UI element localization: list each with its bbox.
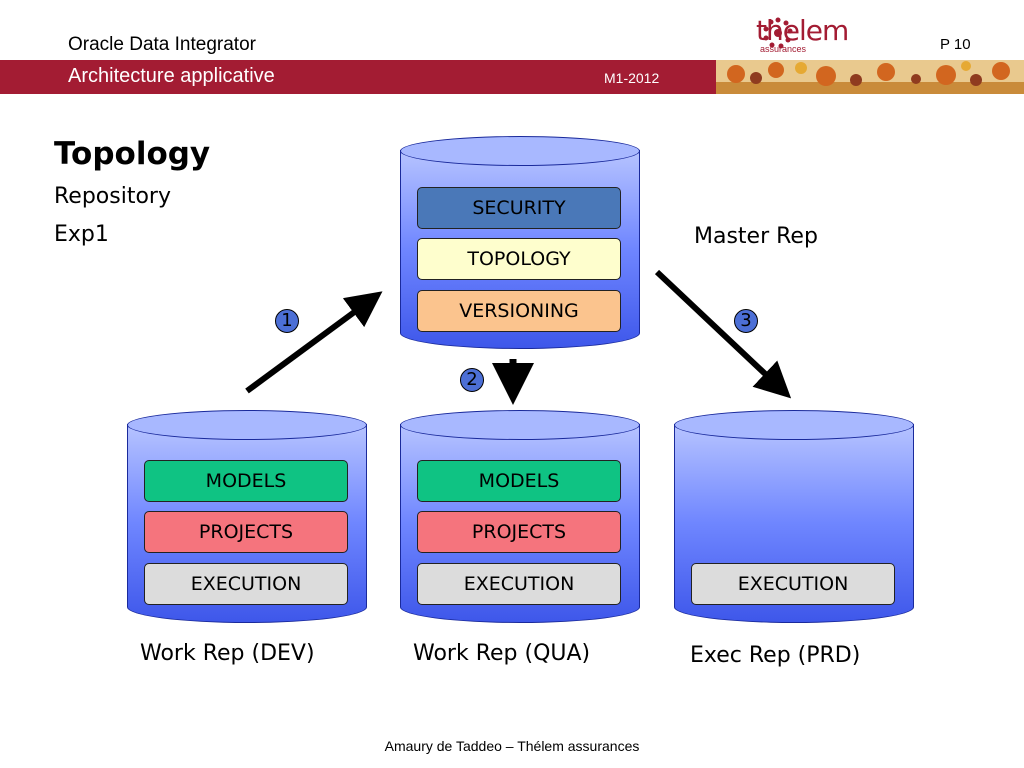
projects-box: PROJECTS (144, 511, 348, 553)
cylinder-top (674, 410, 914, 440)
page-number: P 10 (940, 36, 971, 53)
work-rep-dev-cylinder: MODELS PROJECTS EXECUTION (127, 410, 367, 626)
cylinder-top (400, 410, 640, 440)
master-rep-caption: Master Rep (694, 224, 818, 249)
master-repository-cylinder: SECURITY TOPOLOGY VERSIONING (400, 136, 640, 352)
models-box: MODELS (417, 460, 621, 502)
footer-credit: Amaury de Taddeo – Thélem assurances (384, 738, 640, 754)
slide-subtitle: Architecture applicative (68, 65, 275, 87)
logo-text: thelem (756, 14, 849, 47)
versioning-box: VERSIONING (417, 290, 621, 332)
security-box: SECURITY (417, 187, 621, 229)
step-1-badge: 1 (275, 309, 299, 333)
step-2-badge: 2 (460, 368, 484, 392)
execution-box: EXECUTION (417, 563, 621, 605)
cylinder-top (400, 136, 640, 166)
work-rep-qua-cylinder: MODELS PROJECTS EXECUTION (400, 410, 640, 626)
thelem-logo-icon (763, 17, 793, 49)
models-box: MODELS (144, 460, 348, 502)
exec-rep-prd-caption: Exec Rep (PRD) (690, 643, 861, 668)
execution-box: EXECUTION (144, 563, 348, 605)
topology-line-2: Exp1 (54, 222, 109, 247)
cylinder-top (127, 410, 367, 440)
work-rep-dev-caption: Work Rep (DEV) (140, 641, 315, 666)
step-3-badge: 3 (734, 309, 758, 333)
header-band (0, 60, 716, 94)
logo-subtext: assurances (760, 44, 807, 54)
illustration-banner (716, 60, 1024, 94)
execution-box: EXECUTION (691, 563, 895, 605)
work-rep-qua-caption: Work Rep (QUA) (413, 641, 591, 666)
topology-heading: Topology (54, 136, 211, 172)
topology-box: TOPOLOGY (417, 238, 621, 280)
arrow-master-to-prd (654, 269, 792, 399)
exec-rep-prd-cylinder: EXECUTION (674, 410, 914, 626)
projects-box: PROJECTS (417, 511, 621, 553)
slide-date: M1-2012 (604, 70, 660, 86)
arrow-dev-to-master (245, 291, 383, 394)
presentation-title: Oracle Data Integrator (68, 34, 256, 55)
topology-line-1: Repository (54, 184, 171, 209)
